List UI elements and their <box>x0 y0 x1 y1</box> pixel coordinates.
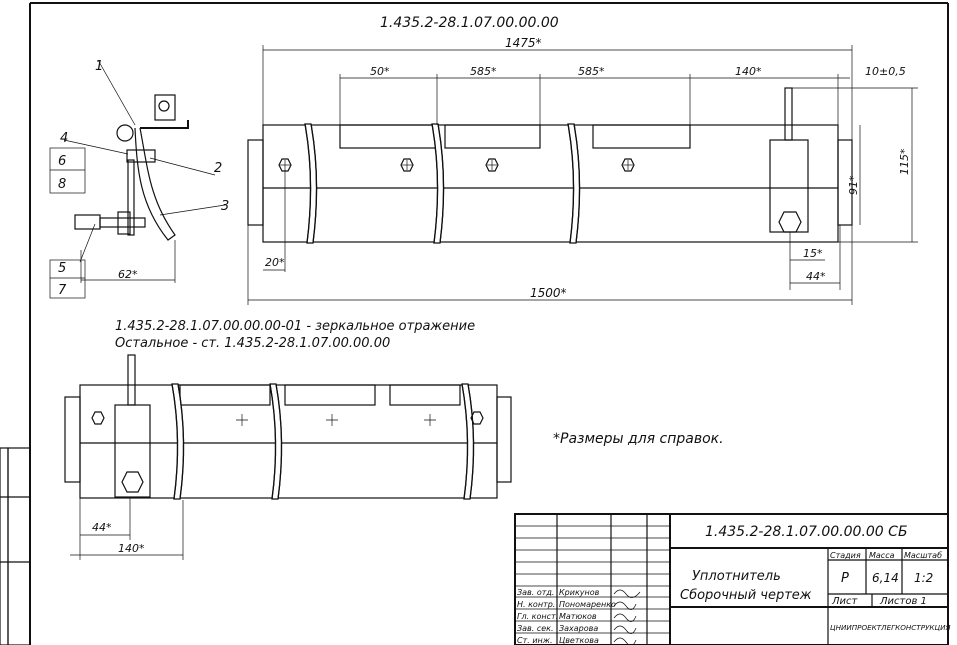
part-callout-3: 3 <box>221 199 229 214</box>
part-callout-5: 5 <box>58 261 66 276</box>
signers-table: Зав. отд. Крикунов Н. контр. Пономаренко… <box>517 588 616 645</box>
main-view <box>247 45 918 305</box>
sheet-label: Лист <box>831 596 859 607</box>
scale-value: 1:2 <box>914 571 933 585</box>
signer-role: Зав. сек. <box>517 624 554 633</box>
part-callout-8: 8 <box>58 177 66 192</box>
lower-dim-44: 44* <box>92 521 112 534</box>
dim-585-b: 585* <box>578 65 605 78</box>
dim-62: 62* <box>118 268 138 281</box>
dim-44: 44* <box>806 270 826 283</box>
part-callout-6: 6 <box>58 154 66 169</box>
dim-1500: 1500* <box>530 286 567 300</box>
mass-value: 6,14 <box>872 571 899 585</box>
signer-role: Гл. конст. <box>517 612 558 621</box>
title-block <box>514 513 949 645</box>
nut-icon <box>485 158 499 172</box>
signer-role: Н. контр. <box>517 600 555 609</box>
dim-91: 91* <box>847 175 860 195</box>
stage-value: Р <box>841 571 849 586</box>
nut-icon <box>91 411 105 425</box>
signatures <box>613 589 641 645</box>
part-callout-7: 7 <box>58 283 67 298</box>
title-designation: 1.435.2-28.1.07.00.00.00 СБ <box>705 524 908 540</box>
dim-15: 15* <box>803 247 823 260</box>
sheets-label: Листов 1 <box>879 596 927 607</box>
signer-role: Зав. отд. <box>517 588 554 597</box>
signer-name: Пономаренко <box>559 600 616 609</box>
signer-name: Захарова <box>559 624 598 633</box>
nut-icon <box>278 158 292 172</box>
side-section-view <box>49 59 226 299</box>
dim-140: 140* <box>735 65 762 78</box>
nut-icon <box>400 158 414 172</box>
scale-label: Масштаб <box>904 551 942 560</box>
dim-585-a: 585* <box>470 65 497 78</box>
dim-20: 20* <box>265 256 285 269</box>
lower-dim-140: 140* <box>118 542 145 555</box>
dim-115: 115* <box>898 148 911 175</box>
dim-50: 50* <box>370 65 390 78</box>
signer-role: Ст. инж. <box>517 636 553 645</box>
nut-icon <box>621 158 635 172</box>
nut-icon <box>470 411 484 425</box>
rest-note: Остальное - ст. 1.435.2-28.1.07.00.00.00 <box>115 336 390 351</box>
mass-label: Масса <box>869 551 895 560</box>
signer-name: Матюков <box>559 612 597 621</box>
stage-label: Стадия <box>830 551 861 560</box>
part-callout-1: 1 <box>95 59 103 74</box>
title-name: Уплотнитель <box>692 569 781 584</box>
mirror-note: 1.435.2-28.1.07.00.00.00-01 - зеркальное… <box>115 319 475 334</box>
dim-tolerance: 10±0,5 <box>865 65 906 78</box>
signer-name: Цветкова <box>559 636 599 645</box>
part-callout-4: 4 <box>60 131 68 146</box>
signer-name: Крикунов <box>559 588 600 597</box>
mirror-view <box>64 354 512 560</box>
top-designation: 1.435.2-28.1.07.00.00.00 <box>380 15 559 31</box>
title-doc-type: Сборочный чертеж <box>680 588 812 603</box>
dim-1475: 1475* <box>505 36 542 50</box>
part-callout-2: 2 <box>214 161 222 176</box>
organization: ЦНИИПРОЕКТЛЕГКОНСТРУКЦИЯ <box>830 623 950 632</box>
reference-note: *Размеры для справок. <box>553 431 724 447</box>
